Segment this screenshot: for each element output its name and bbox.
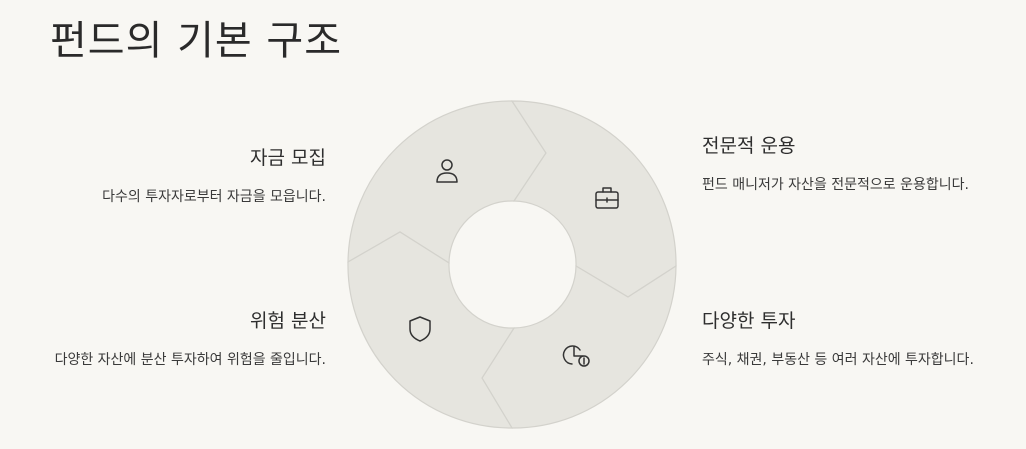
step-title: 자금 모집	[250, 147, 326, 169]
cycle-segment-risk-diversification	[347, 231, 516, 429]
shield-icon	[409, 316, 431, 342]
step-fund-raising: 자금 모집 다수의 투자자로부터 자금을 모읍니다.	[46, 143, 326, 210]
step-description: 다양한 자산에 분산 투자하여 위험을 줄입니다.	[54, 352, 326, 368]
page-title: 펀드의 기본 구조	[50, 18, 343, 64]
cycle-segment-professional-management	[510, 100, 677, 298]
pie-chart-dollar-icon	[562, 345, 590, 367]
cycle-segment-diversified-investment	[481, 264, 677, 429]
step-risk-diversification: 위험 분산 다양한 자산에 분산 투자하여 위험을 줄입니다.	[46, 306, 326, 373]
step-title: 다양한 투자	[702, 310, 796, 332]
briefcase-icon	[595, 187, 619, 209]
step-professional-management: 전문적 운용 펀드 매니저가 자산을 전문적으로 운용합니다.	[702, 131, 982, 198]
step-title: 위험 분산	[250, 310, 326, 332]
step-diversified-investment: 다양한 투자 주식, 채권, 부동산 등 여러 자산에 투자합니다.	[702, 306, 982, 373]
user-icon	[436, 159, 458, 183]
step-description: 다수의 투자자로부터 자금을 모읍니다.	[102, 189, 326, 205]
step-title: 전문적 운용	[702, 135, 796, 157]
step-description: 펀드 매니저가 자산을 전문적으로 운용합니다.	[702, 177, 969, 193]
step-description: 주식, 채권, 부동산 등 여러 자산에 투자합니다.	[702, 352, 974, 368]
